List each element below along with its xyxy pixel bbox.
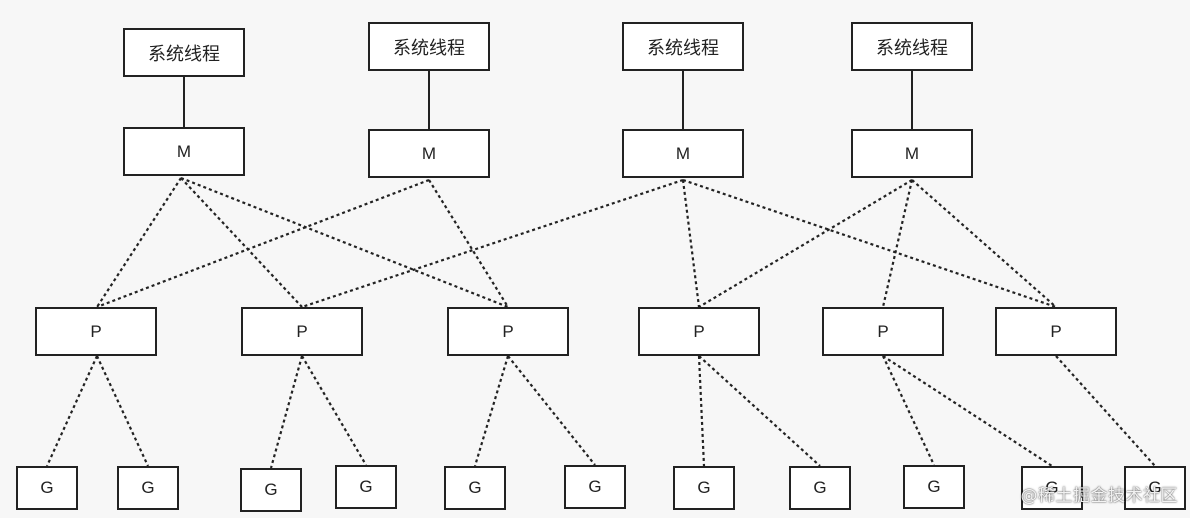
m-p-connector	[682, 178, 1057, 309]
system-thread-box: 系统线程	[123, 28, 245, 77]
g-node: G	[444, 466, 506, 510]
p-node: P	[241, 307, 363, 356]
p-g-connector	[882, 355, 1053, 467]
p-g-connector	[697, 355, 706, 467]
m-p-connector	[428, 179, 509, 308]
m-p-connector	[698, 179, 913, 308]
p-g-connector	[45, 355, 99, 467]
watermark-text: @稀土掘金技术社区	[1020, 486, 1178, 506]
system-thread-box: 系统线程	[851, 22, 973, 71]
system-thread-box: 系统线程	[368, 22, 490, 71]
m-node: M	[123, 127, 245, 176]
g-node: G	[903, 465, 965, 509]
m-p-connector	[96, 177, 182, 308]
m-p-connector	[180, 176, 509, 309]
m-p-connector	[301, 178, 684, 309]
g-node: G	[240, 468, 302, 512]
p-g-connector	[96, 355, 149, 467]
m-node: M	[851, 129, 973, 178]
m-p-connector	[681, 179, 701, 308]
p-node: P	[35, 307, 157, 356]
m-node: M	[622, 129, 744, 178]
p-g-connector	[473, 355, 510, 467]
m-p-connector	[911, 179, 1057, 308]
g-node: G	[335, 465, 397, 509]
p-g-connector	[698, 355, 821, 467]
m-p-connector	[96, 178, 430, 309]
g-node: G	[1124, 466, 1186, 510]
g-node: G	[16, 466, 78, 510]
p-g-connector	[269, 355, 304, 469]
g-node: G	[1021, 466, 1083, 510]
p-g-connector	[882, 355, 935, 466]
p-node: P	[638, 307, 760, 356]
g-node: G	[789, 466, 851, 510]
p-g-connector	[1055, 355, 1156, 467]
p-g-connector	[301, 355, 367, 466]
g-node: G	[117, 466, 179, 510]
p-node: P	[822, 307, 944, 356]
p-node: P	[995, 307, 1117, 356]
m-p-connector	[180, 177, 303, 308]
m-p-connector	[881, 179, 914, 308]
system-thread-box: 系统线程	[622, 22, 744, 71]
g-node: G	[564, 465, 626, 509]
m-node: M	[368, 129, 490, 178]
g-node: G	[673, 466, 735, 510]
p-g-connector	[507, 355, 596, 466]
p-node: P	[447, 307, 569, 356]
